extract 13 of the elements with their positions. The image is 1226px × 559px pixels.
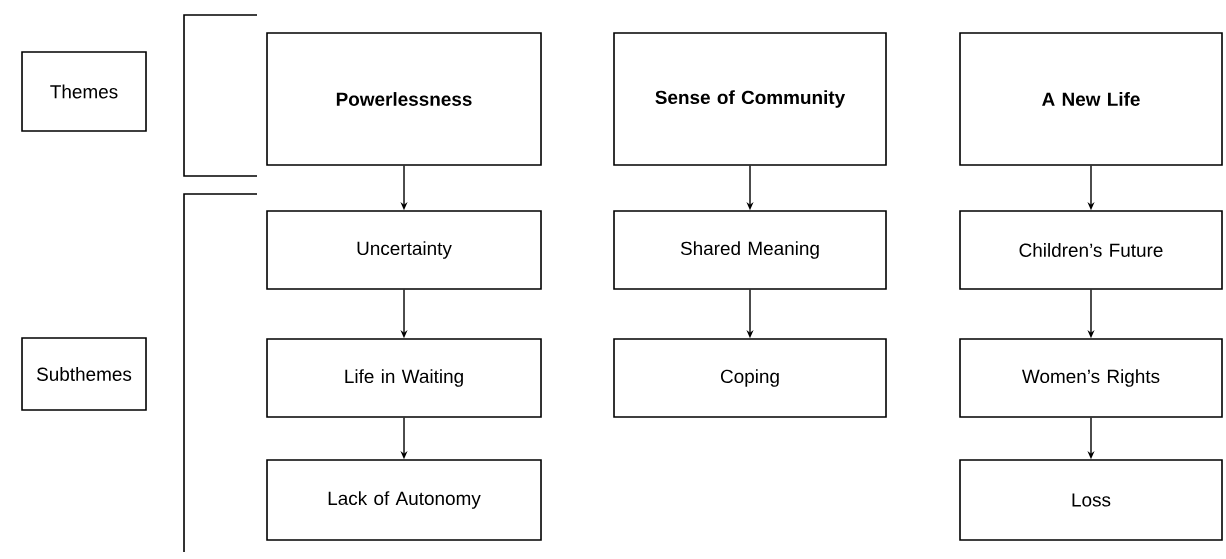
theme-box: A New Life <box>959 32 1223 166</box>
theme-box: Sense of Community <box>613 32 887 166</box>
subtheme-box: Uncertainty <box>266 210 542 290</box>
subtheme-box: Lack of Autonomy <box>266 459 542 541</box>
label-box: Themes <box>21 51 147 132</box>
theme-box: Powerlessness <box>266 32 542 166</box>
subtheme-box: Children’s Future <box>959 210 1223 290</box>
subtheme-box: Life in Waiting <box>266 338 542 418</box>
subtheme-box: Loss <box>959 459 1223 541</box>
subtheme-box: Shared Meaning <box>613 210 887 290</box>
subtheme-box: Women’s Rights <box>959 338 1223 418</box>
label-box: Subthemes <box>21 337 147 411</box>
subtheme-box: Coping <box>613 338 887 418</box>
